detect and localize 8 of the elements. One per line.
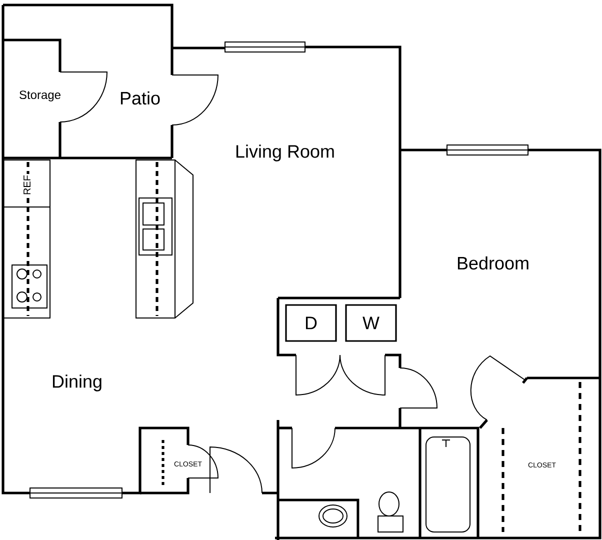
room-label: Living Room xyxy=(234,144,336,162)
appliance-box: W xyxy=(345,304,397,342)
room-label: Storage xyxy=(18,90,62,102)
room-label: Dining xyxy=(50,374,104,392)
appliance-box: D xyxy=(285,304,337,342)
room-label: Bedroom xyxy=(455,255,531,271)
room-label: Patio xyxy=(118,90,162,106)
small-label: REF xyxy=(22,174,32,196)
